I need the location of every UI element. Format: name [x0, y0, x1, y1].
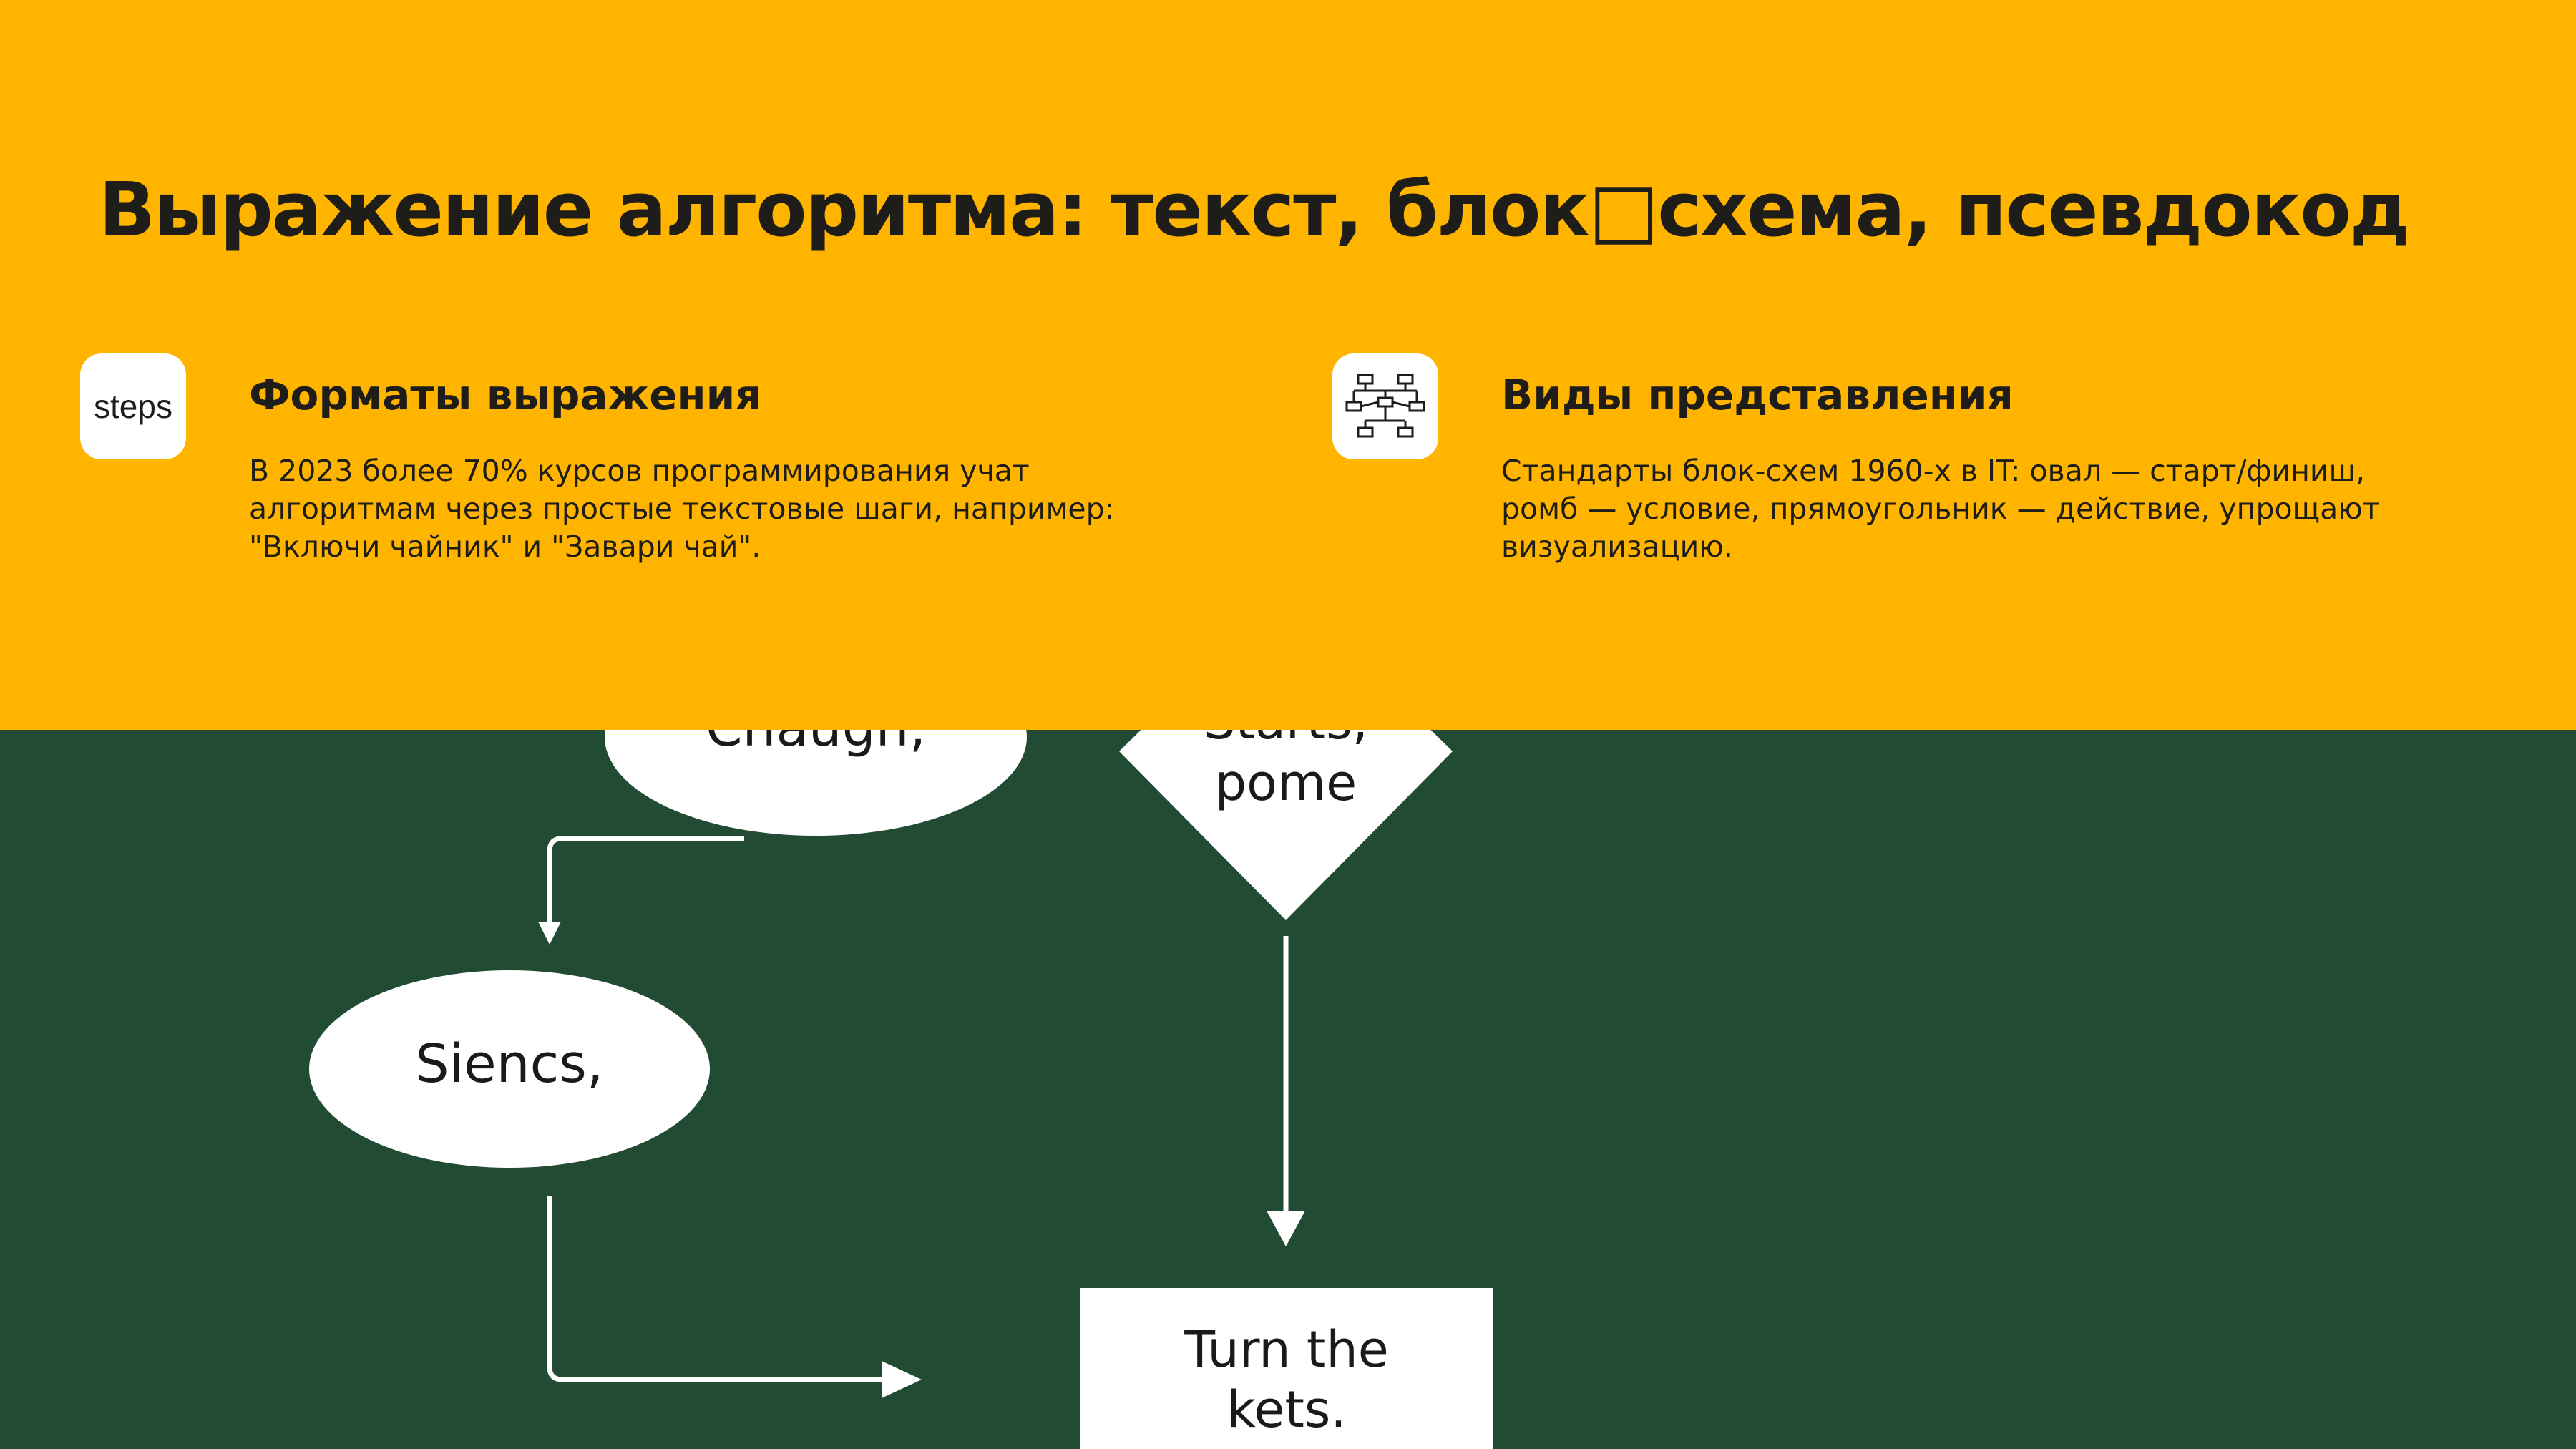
card-2-body: Стандарты блок-схем 1960-х в IT: овал — … [1501, 452, 2517, 566]
box-label-2: kets. [1226, 1380, 1346, 1439]
flowchart-icon-graphic [1345, 374, 1425, 438]
box-label-1: Turn the [1184, 1320, 1389, 1379]
oval-mid-label: Siencs, [416, 1033, 604, 1095]
oval-mid [309, 970, 710, 1168]
card-2-line-3: визуализацию. [1501, 530, 1733, 564]
card-2-line-2: ромб — условие, прямоугольник — действие… [1501, 492, 2380, 526]
steps-icon: steps [80, 353, 186, 459]
arrowhead-icon [538, 922, 561, 945]
connector-oval-to-oval [547, 836, 744, 924]
diamond-label-2: pome [1215, 753, 1357, 812]
card-1-heading: Форматы выражения [249, 371, 762, 419]
steps-icon-label: steps [94, 388, 172, 425]
connector-oval-to-box [547, 1196, 887, 1382]
flowchart-icon [1332, 353, 1438, 459]
arrowhead-icon [882, 1361, 922, 1398]
header-panel: Выражение алгоритма: текст, блок□схема, … [0, 0, 2576, 730]
card-1-body: В 2023 более 70% курсов программирования… [249, 452, 1265, 566]
card-2-heading: Виды представления [1501, 371, 2014, 419]
card-1-line-2: алгоритмам через простые текстовые шаги,… [249, 492, 1115, 526]
card-1-line-1: В 2023 более 70% курсов программирования… [249, 454, 1030, 488]
arrowhead-icon [1267, 1211, 1305, 1246]
card-1-line-3: "Включи чайник" и "Завари чай". [249, 530, 761, 564]
card-2-line-1: Стандарты блок-схем 1960-х в IT: овал — … [1501, 454, 2366, 488]
action-box [1080, 1288, 1493, 1449]
slide-title: Выражение алгоритма: текст, блок□схема, … [99, 166, 2410, 253]
